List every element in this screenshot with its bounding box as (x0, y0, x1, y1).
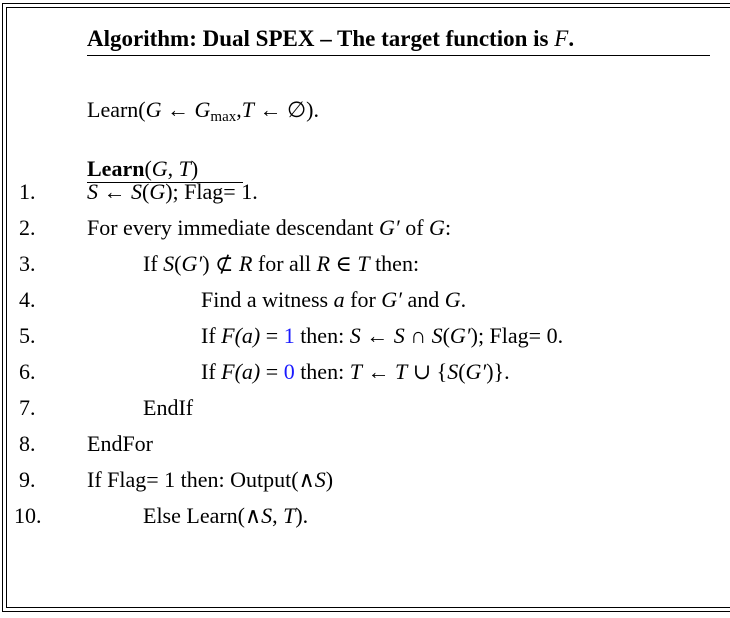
line-number: 10. (14, 503, 42, 528)
line-number: 4. (19, 287, 36, 312)
step-7: EndIf (143, 395, 194, 420)
step-1: S ← S(G); Flag= 1. (87, 179, 258, 204)
step-8: EndFor (87, 431, 153, 456)
line-number: 9. (19, 467, 36, 492)
line-number: 2. (19, 215, 36, 240)
line-number: 1. (19, 179, 36, 204)
algorithm-title: Algorithm: Dual SPEX – The target functi… (87, 26, 575, 51)
initial-call: Learn(G ← Gmax,T ← ∅). (87, 97, 319, 125)
algorithm-box-inner-border (6, 7, 730, 608)
value-one: 1 (283, 323, 295, 348)
step-3: If S(G′) ⊄ R for all R ∈ T then: (143, 251, 420, 276)
procedure-header: Learn(G, T) (87, 156, 199, 181)
line-number: 6. (19, 359, 36, 384)
step-10: Else Learn(∧S, T). (143, 503, 309, 528)
line-number: 7. (19, 395, 36, 420)
value-zero: 0 (283, 359, 295, 384)
procedure-header-underline (87, 182, 243, 183)
step-9: If Flag= 1 then: Output(∧S) (87, 467, 334, 492)
step-2: For every immediate descendant G′ of G: (87, 215, 452, 240)
line-number: 8. (19, 431, 36, 456)
step-4: Find a witness a for G′ and G. (201, 287, 467, 312)
step-6: If F(a) = 0 then: T ← T ∪ {S(G′)}. (201, 359, 510, 384)
title-underline (87, 55, 710, 56)
line-number: 5. (19, 323, 36, 348)
step-5: If F(a) = 1 then: S ← S ∩ S(G′); Flag= 0… (201, 323, 564, 348)
algorithm-box-outer-border (2, 3, 730, 612)
line-number: 3. (19, 251, 36, 276)
